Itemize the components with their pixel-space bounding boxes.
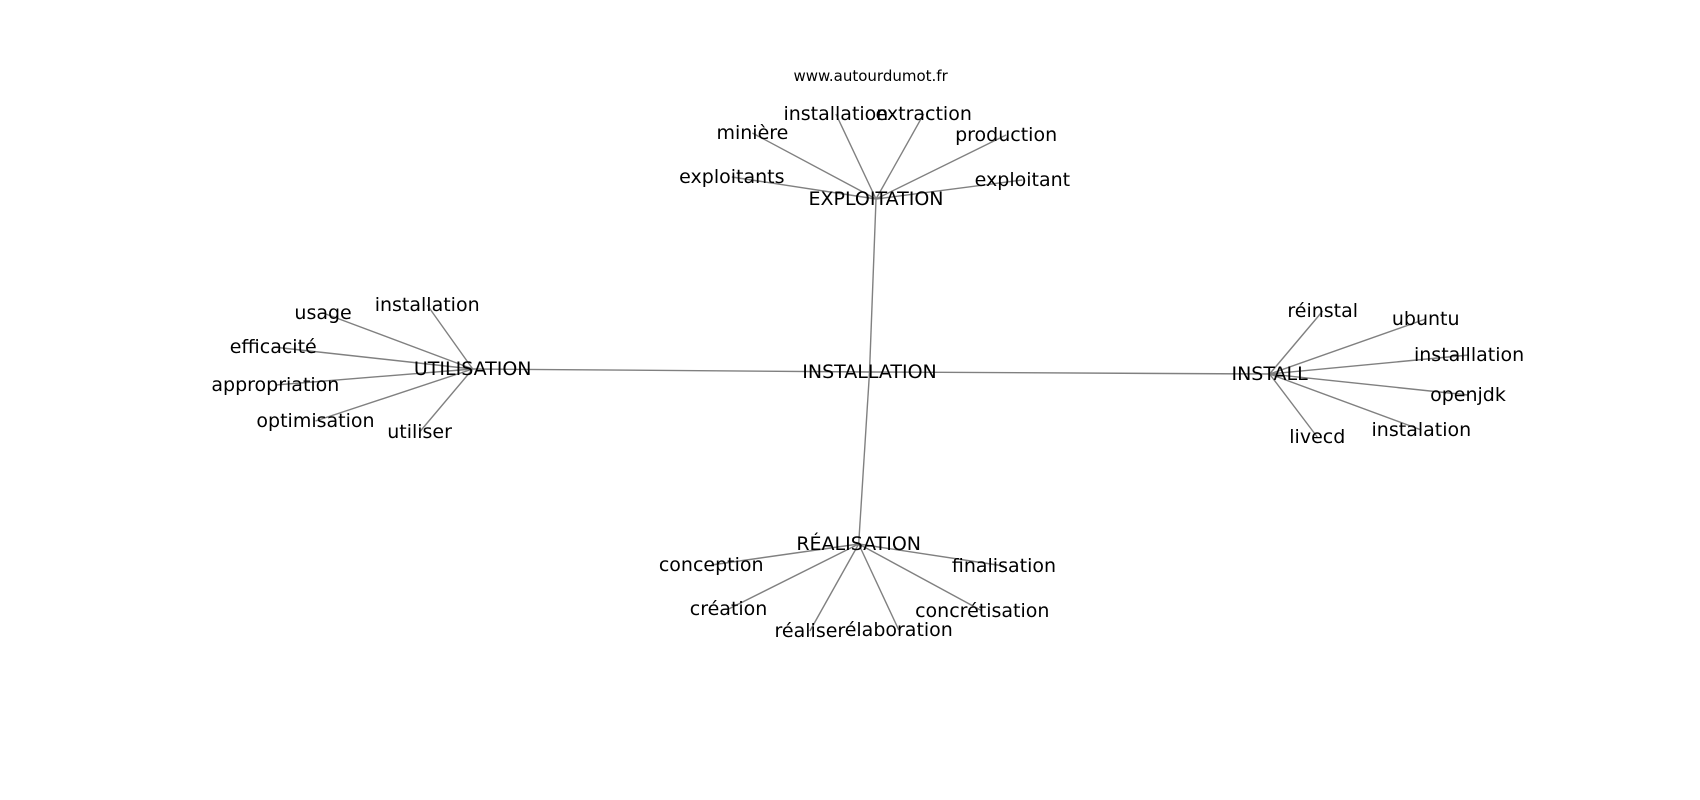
edge-realisation-leaf bbox=[858, 543, 900, 631]
leaf-node-exploitation: extraction bbox=[876, 103, 972, 125]
leaf-node-exploitation: minière bbox=[716, 122, 788, 144]
edges-layer bbox=[273, 113, 1470, 632]
leaf-node-realisation: réaliser bbox=[775, 620, 846, 642]
edge-realisation-leaf bbox=[858, 543, 1005, 567]
hub-node-realisation: RÉALISATION bbox=[796, 532, 921, 555]
edge-utilisation-leaf bbox=[426, 304, 474, 370]
leaf-node-install: instalation bbox=[1372, 419, 1472, 441]
leaf-node-realisation: élaboration bbox=[845, 619, 953, 641]
edge-install-leaf bbox=[1269, 373, 1422, 431]
edge-utilisation-leaf bbox=[322, 312, 473, 370]
hub-node-utilisation: UTILISATION bbox=[414, 358, 532, 380]
edge-realisation-leaf bbox=[711, 543, 859, 566]
leaf-node-exploitation: installation bbox=[783, 103, 888, 125]
leaf-node-realisation: concrétisation bbox=[915, 600, 1049, 622]
edge-realisation-leaf bbox=[858, 543, 983, 612]
edge-center-realisation bbox=[857, 371, 871, 545]
leaf-node-utilisation: installation bbox=[375, 294, 480, 316]
edge-center-utilisation bbox=[472, 368, 870, 373]
edge-install-leaf bbox=[1269, 354, 1470, 375]
leaf-node-install: livecd bbox=[1289, 426, 1345, 448]
hub-node-install: INSTALL bbox=[1231, 363, 1308, 385]
edge-install-leaf bbox=[1269, 318, 1426, 375]
edge-utilisation-leaf bbox=[273, 346, 473, 370]
leaf-node-utilisation: optimisation bbox=[256, 410, 374, 432]
leaf-node-realisation: conception bbox=[659, 554, 764, 576]
edge-utilisation-leaf bbox=[315, 368, 473, 422]
edge-utilisation-leaf bbox=[275, 368, 473, 386]
edge-install-leaf bbox=[1269, 373, 1318, 438]
edge-realisation-leaf bbox=[728, 543, 859, 610]
leaf-node-utilisation: usage bbox=[294, 302, 351, 324]
center-node-label: INSTALLATION bbox=[802, 361, 937, 383]
leaf-node-exploitation: exploitant bbox=[975, 169, 1070, 191]
edge-exploitation-leaf bbox=[875, 113, 925, 200]
leaf-node-utilisation: efficacité bbox=[230, 336, 317, 358]
edge-exploitation-leaf bbox=[835, 113, 877, 200]
edge-install-leaf bbox=[1269, 373, 1469, 396]
leaf-node-realisation: finalisation bbox=[952, 555, 1056, 577]
edge-exploitation-leaf bbox=[752, 132, 877, 200]
hub-node-exploitation: EXPLOITATION bbox=[809, 188, 944, 210]
leaf-node-utilisation: appropriation bbox=[211, 374, 339, 396]
leaf-node-utilisation: utiliser bbox=[387, 421, 452, 443]
labels-layer: www.autourdumot.fr INSTALLATION EXPLOITAT… bbox=[211, 67, 1524, 642]
leaf-node-exploitation: exploitants bbox=[679, 166, 784, 188]
leaf-node-install: openjdk bbox=[1430, 384, 1506, 406]
edge-utilisation-leaf bbox=[419, 368, 474, 433]
edge-realisation-leaf bbox=[809, 543, 860, 632]
leaf-node-install: installlation bbox=[1414, 344, 1524, 366]
edge-install-leaf bbox=[1269, 310, 1324, 375]
leaf-node-realisation: création bbox=[690, 598, 768, 620]
edge-center-install bbox=[869, 371, 1270, 375]
edge-center-exploitation bbox=[868, 198, 877, 373]
leaf-node-install: réinstal bbox=[1287, 300, 1358, 322]
edge-exploitation-leaf bbox=[731, 176, 877, 200]
edge-exploitation-leaf bbox=[875, 179, 1023, 200]
edge-exploitation-leaf bbox=[875, 134, 1007, 200]
leaf-node-install: ubuntu bbox=[1392, 308, 1460, 330]
source-url-text: www.autourdumot.fr bbox=[793, 67, 948, 85]
leaf-node-exploitation: production bbox=[955, 124, 1057, 146]
